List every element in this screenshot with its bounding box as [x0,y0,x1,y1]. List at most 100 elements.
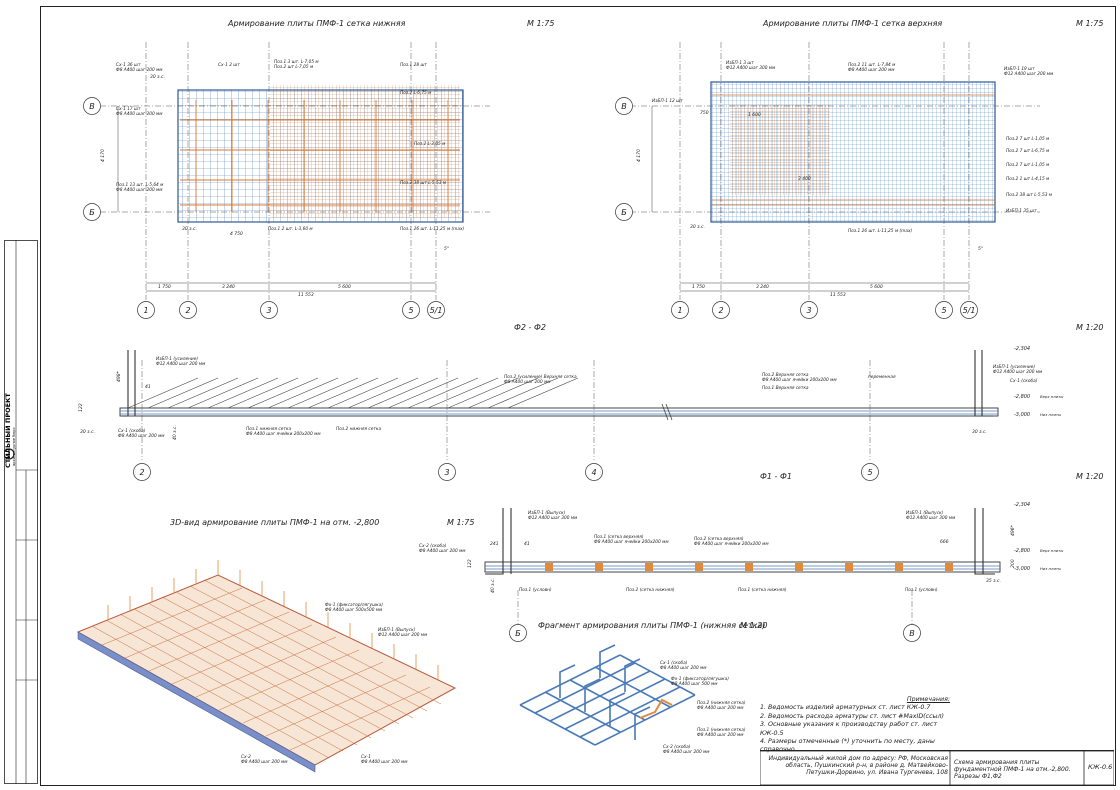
plan-bottom-label: Поз.2 шт L-7,05 м [274,64,314,70]
section22-label: Ф12 А400 шаг 200 мм [156,361,206,367]
fragment-view [519,644,696,746]
section22-label: Ф8 А400 шаг 200 мм [504,379,551,385]
section11-label: ИзБП-1 (Выпуск) [906,510,944,516]
view3d-title: 3D-вид армирование плиты ПМФ-1 на отм. -… [170,518,380,527]
section11-axis [509,624,527,642]
section22-dim: 41 [145,384,151,390]
section11-label: Сх-2 (скоба) [419,543,447,549]
view3d-label: Ф8 А400 шаг 200 мм [361,759,408,765]
notes-title: Примечания: [906,696,950,703]
view3d-label: Ф8 А400 шаг 500х500 мм [325,607,383,613]
section22-label: Ф8 А400 шаг 200 мм [118,433,165,439]
plan-bottom-dim: 5 600 [338,284,351,290]
plan-bottom-label: Ф8 А400 шаг 200 мм [116,187,163,193]
plan-bottom-scale: М 1:75 [527,19,555,28]
plan-top-axis-label: 5 [941,306,946,315]
note-item: 2. Ведомость расхода арматуры ст. лист #… [760,712,945,720]
section11-label: Поз.1 (условн) [519,587,552,593]
section22-axis [861,463,879,481]
section22-label: переменная [868,375,896,380]
plan-top-dim: 750 [700,110,709,116]
plan-top-dim: 30 з.с. [690,224,705,230]
plan-bottom-axis [402,301,420,319]
plan-bottom-label: Поз.1 28 шт [400,62,427,68]
section11-dim: 40 з.с. [490,578,496,593]
view3d-label: Ф12 А400 шаг 200 мм [378,632,428,638]
section11-label: Поз.1 (условн) [905,587,938,593]
plan-top-axis-label: 2 [718,306,723,315]
section11-scale: М 1:20 [1076,472,1104,481]
section22-label: ИзБП-1 (усиление) [993,364,1035,370]
plan-bottom-label: Поз.1 13 шт. L-5,64 м [116,182,164,188]
plan-top-dim: 1 600 [748,112,761,118]
plan-bottom-label: Поз.2 L-6,75 м [400,90,432,96]
view3d-label: Сх-2 [241,754,251,760]
plan-top-axis [960,301,978,319]
plan-top-label: Поз.2 11 шт. L-7,84 м [848,62,896,68]
section22-axis-label: 3 [444,468,449,477]
side-strip-graphic [3,240,38,784]
title-block: Индивидуальный жилой дом по адресу: РФ, … [760,750,1114,785]
section22-scale: М 1:20 [1076,323,1104,332]
section22-label: Сх-1 (скоба) [118,428,146,434]
section11-dim: 241 [490,541,499,547]
section11-label: Ф8 А400 шаг 200 мм [419,548,466,554]
plan-top-label: ИзБП-1 35 шт [1006,208,1037,214]
title-block-grid [760,751,1114,785]
section11-label: Поз.2 (сетка нижняя) [626,587,675,593]
section11-dim: 666 [940,539,949,545]
plan-bottom-axis-row [83,97,101,115]
plan-top-title: Армирование плиты ПМФ-1 сетка верхняя [763,19,943,28]
section22-label: Поз.1 нижняя сетка [246,426,292,432]
section11-title: Ф1 - Ф1 [760,472,792,481]
fragment-label: Поз.2 (нижняя сетка) [697,700,746,706]
section11-level: -2,304 [1014,502,1030,508]
plan-top-axis [800,301,818,319]
section22-level: -2,304 [1014,346,1030,352]
plan-bottom-label: Сх-1 36 шт [116,62,141,68]
plan-top-dim: 3 240 [756,284,769,290]
plan-bottom-label: Поз.2 38 шт L-5,53 м [400,180,447,186]
plan-top-dim: 3 400 [798,176,811,182]
view3d-scale: М 1:75 [447,518,475,527]
plan-top-axis [671,301,689,319]
notes-block: Примечания: 1. Ведомость изделий арматур… [760,696,960,755]
section-22 [119,350,999,460]
section22-label: Ф12 А400 шаг 200 мм [993,369,1043,375]
section22-label: Поз.2 Верхняя сетка [762,372,809,378]
plan-bottom-axis-row-label: В [89,102,95,111]
view3d-label: Ф8 А400 шаг 200 мм [241,759,288,765]
section22-level: -3,000 [1014,412,1030,418]
fragment-title: Фрагмент армирования плиты ПМФ-1 (нижняя… [538,621,766,630]
plan-top-label: Ф8 А400 шаг 200 мм [848,67,895,73]
plan-bottom-dim: 3 240 [222,284,235,290]
section22-label: Поз.2 (усиление) Верхняя сетка [504,374,577,380]
plan-top [630,42,1040,300]
plan-top-axis [712,301,730,319]
plan-top-label: Поз.2 7 шт L-6,75 м [1006,148,1050,154]
plan-top-label: Поз.1 26 шт. L-11,25 м (max) [848,228,913,234]
section22-label: Поз.2 нижняя сетка [336,426,382,432]
plan-bottom-label: Ф8 А400 шаг 200 мм [116,111,163,117]
plan-bottom-dim: 1 750 [158,284,171,290]
plan-bottom-axis [260,301,278,319]
plan-top-axis-label: 1 [677,306,682,315]
section22-level-note: Верх плиты [1040,394,1063,399]
section22-dim: 30 з.с. [972,429,987,435]
fragment-label: Ф8 А400 шаг 500 мм [671,681,718,687]
section11-label: Поз.2 (сетка верхняя) [694,536,744,542]
plan-top-axis-label: 5/1 [963,306,976,315]
section22-label: Сх-1 (скоба) [1010,378,1038,384]
fragment-scale: М 1:20 [740,621,768,630]
stamp-sheet-title: Схема армирования плиты фундаментной ПМФ… [954,759,1071,780]
plan-top-axis-row-label: В [621,102,627,111]
section11-label: Ф12 А400 шаг 300 мм [528,515,578,521]
plan-top-label: ИзБП-1 19 шт [1004,66,1035,72]
plan-top-label: Ф12 А400 шаг 300 мм [726,65,776,71]
fragment-label: Ф8 А400 шаг 200 мм [660,665,707,671]
fragment-label: Сх-1 (скоба) [660,660,688,666]
section22-title: Ф2 - Ф2 [514,323,546,332]
plan-top-dim: 5° [978,246,983,252]
side-strip: СТИЛЬНЫЙ ПРОЕКТ архитектурное бюро [3,240,38,784]
section22-axis-label: 2 [139,468,144,477]
